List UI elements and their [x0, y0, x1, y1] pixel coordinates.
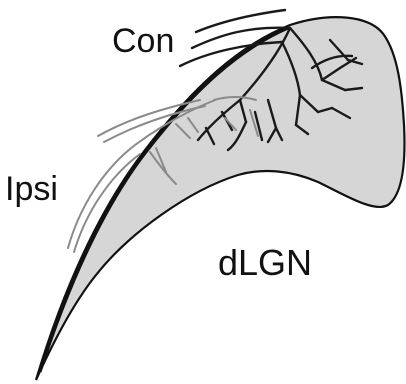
label-ipsilateral: Ipsi — [5, 170, 58, 209]
label-dlgn: dLGN — [218, 242, 312, 284]
label-contralateral: Con — [112, 22, 174, 61]
